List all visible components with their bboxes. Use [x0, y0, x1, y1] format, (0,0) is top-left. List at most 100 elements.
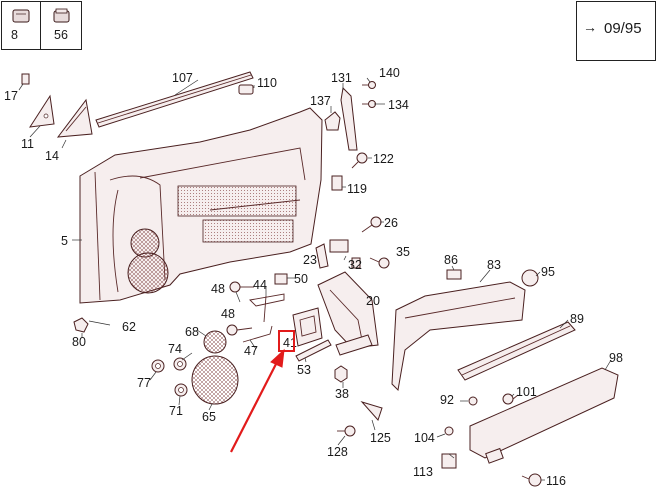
cap-110: [238, 84, 254, 95]
trim-panel-83: [391, 281, 526, 392]
version-arrow: →: [583, 19, 597, 35]
label-95: 95: [541, 265, 555, 279]
speaker-grille-65: [191, 355, 239, 405]
label-53: 53: [297, 363, 311, 377]
clip-86: [446, 269, 462, 280]
highlight-arrow-head: [270, 348, 285, 368]
label-14: 14: [45, 149, 59, 163]
label-20: 20: [366, 294, 380, 308]
label-92: 92: [440, 393, 454, 407]
label-122: 122: [373, 152, 394, 166]
bracket-32: [329, 239, 349, 253]
knob-95: [521, 269, 539, 287]
strip-89: [457, 321, 576, 381]
leader-lines: [18, 77, 612, 481]
mirror-cover-14: [56, 98, 93, 138]
label-110: 110: [257, 76, 277, 90]
label-98: 98: [609, 351, 623, 365]
clip-square-icon: [12, 9, 30, 23]
label-86: 86: [444, 253, 458, 267]
clip-23: [315, 243, 329, 269]
legend-number-56: 56: [54, 28, 68, 42]
screw-26: [361, 216, 382, 233]
label-17: 17: [4, 89, 18, 103]
cap-50: [274, 273, 288, 285]
highlight-annotation: [230, 330, 295, 453]
nut-38: [334, 365, 348, 383]
label-38: 38: [335, 387, 349, 401]
speaker-grille-68: [203, 330, 227, 354]
label-74: 74: [168, 342, 182, 356]
label-68: 68: [185, 325, 199, 339]
label-77: 77: [137, 376, 151, 390]
legend-divider: [40, 2, 41, 49]
door-panel: [79, 107, 323, 304]
label-23: 23: [303, 253, 317, 267]
screw-101: [502, 393, 519, 405]
clip-17: [21, 73, 30, 85]
label-26: 26: [384, 216, 398, 230]
legend-box: 8 56: [1, 1, 82, 50]
label-48b: 48: [221, 307, 235, 321]
label-80: 80: [72, 335, 86, 349]
handle-131: [340, 86, 358, 151]
label-89: 89: [570, 312, 584, 326]
mirror-cover-11: [28, 94, 55, 128]
knob-137: [324, 111, 341, 131]
label-134: 134: [388, 98, 409, 112]
label-62: 62: [122, 320, 136, 334]
label-32: 32: [348, 258, 362, 272]
rings-74-77-71: [151, 357, 188, 397]
window-strip: [95, 71, 254, 128]
screw-116: [521, 473, 542, 487]
switch-bezel-41: [292, 307, 323, 347]
pocket-98: [469, 367, 619, 464]
screw-122: [351, 152, 368, 169]
label-83: 83: [487, 258, 501, 272]
version-box: → 09/95: [576, 1, 656, 61]
label-125: 125: [370, 431, 391, 445]
screw-48a: [229, 281, 254, 293]
clip-125: [360, 401, 383, 421]
screw-140: [362, 81, 376, 89]
label-119: 119: [347, 182, 367, 196]
bolt-35: [369, 257, 390, 269]
part-number-labels: 5 17 11 14 107 110 131 140 134 137 122 1…: [4, 66, 623, 488]
label-131: 131: [331, 71, 352, 85]
legend-number-8: 8: [11, 28, 18, 42]
label-140: 140: [379, 66, 400, 80]
screw-48b: [226, 324, 253, 336]
screw-92: [468, 396, 478, 406]
label-113: 113: [413, 465, 433, 479]
armrest-20: [317, 271, 379, 356]
plug-cap-icon: [53, 8, 70, 23]
label-65: 65: [202, 410, 216, 424]
label-71: 71: [169, 404, 183, 418]
version-text: 09/95: [604, 20, 642, 37]
linkage-44: [249, 293, 285, 323]
clip-119: [331, 175, 343, 191]
clip-80: [73, 317, 89, 333]
label-48a: 48: [211, 282, 225, 296]
clip-20-small: [351, 257, 361, 269]
label-128: 128: [327, 445, 348, 459]
label-101: 101: [516, 385, 537, 399]
highlight-box-41: [278, 330, 295, 352]
label-44: 44: [253, 278, 267, 292]
label-107: 107: [172, 71, 193, 85]
plug-104: [444, 426, 454, 436]
screw-128: [337, 425, 356, 437]
label-5: 5: [61, 234, 68, 248]
label-137: 137: [310, 94, 331, 108]
label-104: 104: [414, 431, 435, 445]
linkage-47: [242, 325, 273, 343]
label-116: 116: [546, 474, 566, 488]
switch-113: [441, 453, 457, 469]
screw-134: [362, 100, 376, 108]
label-11: 11: [21, 137, 34, 151]
strip-53: [295, 339, 332, 362]
highlight-arrow-shaft: [230, 363, 277, 453]
label-47: 47: [244, 344, 258, 358]
label-35: 35: [396, 245, 410, 259]
